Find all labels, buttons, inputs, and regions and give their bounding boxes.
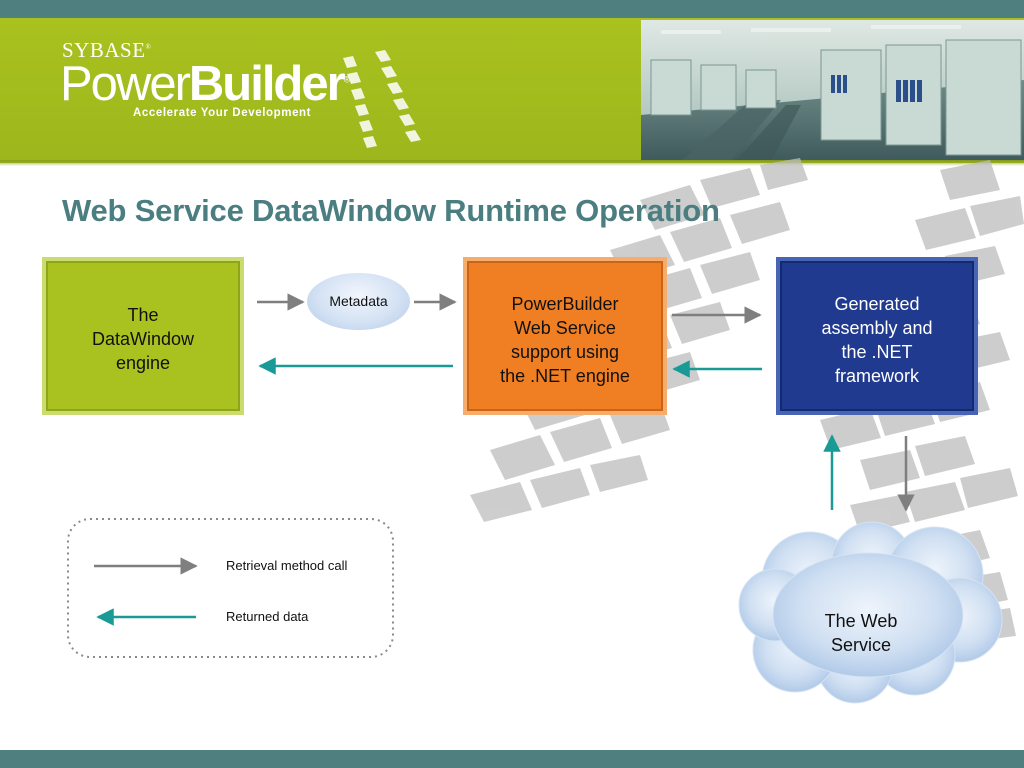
web-service-cloud [738,521,1003,704]
bottom-strip [0,750,1024,768]
legend-return-label: Returned data [226,609,309,624]
metadata-label: Metadata [329,293,388,309]
cloud-line: The Web [824,611,898,631]
powerbuilder-web-service-box: PowerBuilder Web Service support using t… [463,257,667,415]
sybase-logo: SYBASE® [62,38,152,62]
box-line: the .NET [841,342,913,362]
header-banner: SYBASE® PowerBuilder® Accelerate Your De… [0,18,1024,163]
generated-assembly-box: Generated assembly and the .NET framewor… [776,257,978,415]
banner-shadow [0,160,1024,166]
cloud-line: Service [830,635,892,655]
legend-call-label: Retrieval method call [226,558,348,573]
web-service-label: The Web Service [790,609,932,657]
box-line: assembly and [821,318,933,338]
box-line: Generated [834,294,920,314]
box-line: The [127,305,159,325]
tagline: Accelerate Your Development [133,107,312,119]
top-strip [0,0,1024,18]
powerbuilder-logo: PowerBuilder® [60,57,351,111]
box-line: the .NET engine [500,366,630,386]
office-cubicles-photo [641,20,1024,161]
box-line: PowerBuilder [511,294,619,314]
metadata-ellipse: Metadata [307,273,410,330]
box-line: DataWindow [91,329,195,349]
datawindow-engine-box: The DataWindow engine [42,257,244,415]
box-line: support using [510,342,620,362]
legend-box [67,518,394,658]
box-line: Web Service [514,318,616,338]
box-line: engine [115,353,171,373]
box-line: framework [834,366,919,386]
slide-title: Web Service DataWindow Runtime Operation [62,193,720,228]
logo-tread-icon [343,50,421,148]
